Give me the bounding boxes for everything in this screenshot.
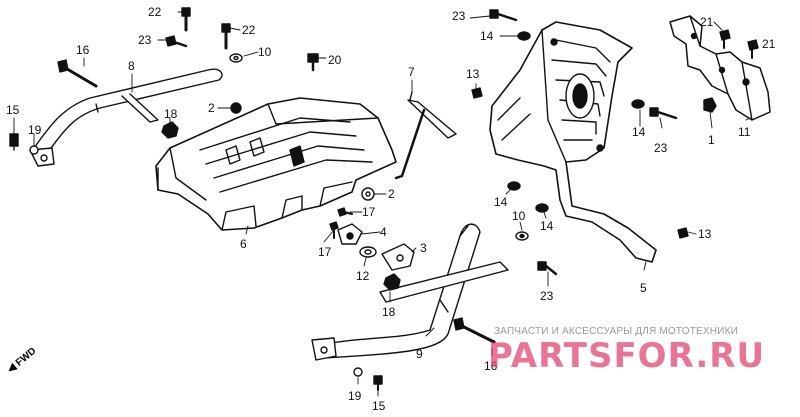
callout-16-a: 16 (76, 43, 90, 57)
part-14-grommet-b (631, 99, 645, 109)
part-10-nut-mid (515, 231, 529, 241)
callout-14-d: 14 (540, 219, 554, 233)
callout-2-b: 2 (388, 187, 395, 201)
callout-22-b: 22 (242, 23, 256, 37)
callout-3: 3 (420, 241, 427, 255)
callout-12: 12 (356, 269, 370, 283)
callout-11: 11 (738, 125, 751, 139)
part-7-stay (394, 91, 457, 180)
callout-21-a: 21 (700, 15, 714, 29)
part-22-bolt-b (221, 23, 231, 50)
callout-17-b: 17 (318, 245, 332, 259)
part-9-grab-bar (311, 223, 509, 361)
callout-5: 5 (640, 281, 647, 295)
part-17-screw-b (329, 221, 339, 239)
callout-4: 4 (380, 225, 387, 239)
part-23-bolt-b (489, 9, 518, 22)
part-11-bracket (669, 15, 771, 121)
part-14-grommet-c (507, 181, 521, 191)
part-23-bolt-a (165, 35, 188, 48)
part-14-grommet-top (517, 31, 531, 41)
callout-7: 7 (408, 65, 415, 79)
part-20-bolt (307, 53, 319, 72)
callout-21-b: 21 (762, 37, 776, 51)
part-3-bracket (381, 243, 415, 271)
callout-14-c: 14 (494, 195, 508, 209)
callout-18-b: 18 (382, 305, 396, 319)
callout-14-b: 14 (632, 125, 646, 139)
part-17-screw-a (337, 207, 353, 217)
callout-2-a: 2 (208, 101, 215, 115)
part-2-grommet-mid (361, 187, 375, 201)
part-8-grab-bar (29, 68, 223, 167)
callout-15-a: 15 (6, 103, 20, 117)
callout-17-a: 17 (362, 205, 376, 219)
watermark-caption: ЗАПЧАСТИ И АКСЕССУАРЫ ДЛЯ МОТОТЕХНИКИ (494, 326, 739, 337)
callout-10-b: 10 (512, 209, 526, 223)
part-12-collar (359, 246, 377, 258)
callout-13-a: 13 (466, 67, 480, 81)
callout-10-a: 10 (258, 45, 272, 59)
callout-18-a: 18 (164, 107, 178, 121)
part-22-bolt-a (181, 7, 191, 32)
part-13-nut-b (677, 227, 689, 239)
part-1-nut (703, 97, 717, 113)
callout-9: 9 (416, 347, 423, 361)
callout-23-c: 23 (654, 141, 668, 155)
part-13-nut-a (471, 87, 483, 99)
callout-6: 6 (240, 237, 247, 251)
watermark-logo: PARTSFOR.RU (488, 336, 766, 376)
callout-16-b: 16 (484, 359, 498, 373)
part-15-bolt-lower (373, 375, 383, 391)
callout-8: 8 (128, 59, 135, 73)
part-10-nut-top (229, 53, 243, 63)
callout-20: 20 (328, 53, 342, 67)
callout-14-a: 14 (480, 29, 494, 43)
part-19-collar-lower (353, 367, 363, 377)
callout-23-d: 23 (540, 289, 554, 303)
part-14-grommet-d (535, 203, 549, 213)
part-16-bolt-lower (453, 317, 496, 344)
part-15-bolt-left (9, 133, 19, 151)
callout-13-b: 13 (698, 227, 712, 241)
callout-1: 1 (708, 133, 715, 147)
part-4-clip (337, 223, 363, 245)
callout-23-a: 23 (138, 33, 152, 47)
callout-19-a: 19 (28, 123, 42, 137)
part-21-screw-a (719, 29, 731, 49)
part-23-bolt-d (537, 261, 558, 276)
part-2-grommet-top (230, 102, 242, 114)
part-21-screw-b (747, 39, 759, 59)
part-16-bolt-upper (57, 59, 98, 88)
callout-15-b: 15 (372, 399, 386, 413)
part-19-collar-left (29, 145, 39, 155)
part-6-rear-cover (155, 97, 397, 231)
callout-22-a: 22 (148, 5, 162, 19)
callout-23-b: 23 (452, 9, 466, 23)
leader-lines (13, 11, 759, 397)
part-18-nut-left (161, 121, 179, 139)
callout-19-b: 19 (348, 389, 362, 403)
part-18-nut-lower (383, 273, 401, 291)
part-5-side-cover (489, 21, 657, 263)
part-23-bolt-c (649, 107, 678, 120)
